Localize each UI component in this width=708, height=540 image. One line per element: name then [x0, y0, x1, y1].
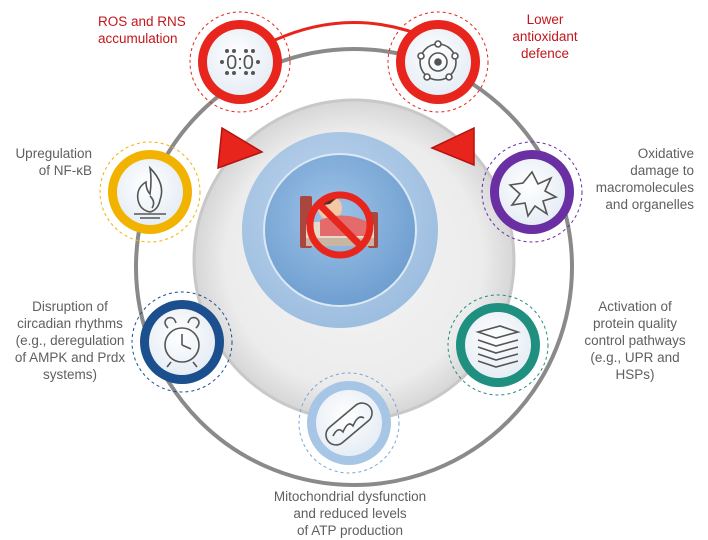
label-line: damage to: [630, 163, 694, 178]
right-arrow-icon: [430, 126, 475, 167]
left-arrow-icon: [217, 126, 264, 170]
node-ros: 0:0: [189, 11, 291, 113]
label-line: antioxidant: [512, 29, 578, 44]
label-nfkb: Upregulation of NF-κB: [10, 145, 92, 179]
label-line: Oxidative: [637, 146, 694, 161]
label-ros: ROS and RNS accumulation: [98, 13, 186, 47]
label-line: defence: [520, 46, 570, 61]
label-circadian: Disruption of circadian rhythms (e.g., d…: [6, 298, 134, 383]
damage-burst-icon: [508, 170, 559, 218]
label-line: HSPs): [615, 367, 655, 382]
label-line: macromolecules: [595, 180, 694, 195]
alarm-clock-icon: [164, 316, 200, 368]
label-line: accumulation: [98, 31, 178, 46]
folded-layers-icon: [475, 325, 521, 368]
label-line: circadian rhythms: [17, 316, 123, 331]
mitochondrion-icon: [325, 402, 373, 446]
molecules-dots-icon: [220, 49, 260, 75]
label-line: (e.g., UPR and: [590, 350, 680, 365]
label-line: of NF-κB: [38, 163, 92, 178]
atom-icon: [417, 40, 459, 81]
node-oxidative: [481, 141, 583, 243]
svg-text:0:0: 0:0: [226, 52, 254, 74]
label-line: protein quality: [592, 316, 678, 331]
label-line: Disruption of: [32, 299, 108, 314]
node-circadian: [131, 291, 233, 393]
label-line: Activation of: [598, 299, 672, 314]
label-line: (e.g., deregulation: [15, 333, 125, 348]
node-nfkb: [99, 141, 201, 243]
label-line: ROS and RNS: [98, 14, 186, 29]
node-mito: [298, 372, 400, 474]
node-protein: [447, 294, 549, 396]
label-line: of ATP production: [296, 523, 404, 538]
label-mito: Mitochondrial dysfunction and reduced le…: [240, 488, 460, 539]
label-protein: Activation of protein quality control pa…: [570, 298, 700, 383]
label-antioxidant: Lower antioxidant defence: [500, 11, 590, 62]
sleep-deprivation-prohibited-icon: [300, 191, 378, 259]
label-line: control pathways: [584, 333, 686, 348]
label-line: of AMPK and Prdx: [14, 350, 126, 365]
label-line: Upregulation: [15, 146, 92, 161]
label-line: Mitochondrial dysfunction: [273, 489, 427, 504]
label-line: and organelles: [605, 197, 694, 212]
label-line: systems): [43, 367, 97, 382]
outer-ring: [134, 47, 574, 487]
label-line: Lower: [526, 12, 564, 27]
label-line: and reduced levels: [293, 506, 407, 521]
label-oxidative: Oxidative damage to macromolecules and o…: [590, 145, 694, 213]
flame-icon: [134, 165, 166, 219]
node-antioxidant: [387, 11, 489, 113]
